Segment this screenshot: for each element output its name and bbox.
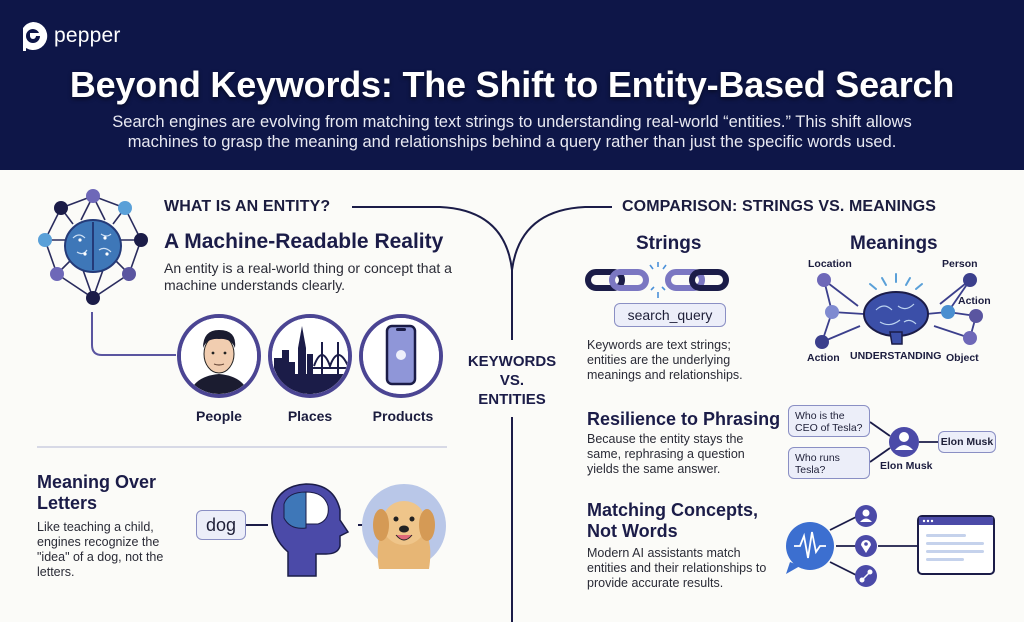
ai-matching-diagram (786, 505, 995, 587)
word-dog-pill: dog (196, 510, 246, 540)
meaning-description: Like teaching a child, engines recognize… (37, 520, 164, 579)
golden-retriever-icon (362, 484, 446, 569)
node-label-location: Location (808, 258, 852, 270)
city-skyline-icon (272, 318, 348, 394)
brand-name: pepper (54, 24, 121, 47)
products-circle (359, 314, 443, 398)
section-divider (37, 446, 447, 448)
brain-network-icon (38, 189, 148, 305)
search-query-pill: search_query (614, 303, 726, 327)
heading-matching-concepts: Matching Concepts, Not Words (587, 500, 759, 541)
heading-meanings: Meanings (850, 233, 938, 254)
center-label-line2: VS. (499, 372, 525, 389)
heading-resilience: Resilience to Phrasing (587, 409, 781, 429)
entity-description: An entity is a real-world thing or conce… (164, 260, 452, 293)
node-label-object: Object (946, 352, 979, 364)
page-title: Beyond Keywords: The Shift to Entity-Bas… (69, 64, 955, 105)
node-label-action-right: Action (958, 295, 991, 307)
entity-name-label: Elon Musk (880, 460, 933, 472)
page-subtitle: Search engines are evolving from matchin… (112, 113, 912, 151)
keywords-vs-entities-label: KEYWORDS VS. ENTITIES (452, 352, 572, 409)
section-heading-what-is-entity: WHAT IS AN ENTITY? (164, 198, 331, 215)
heading-machine-readable: A Machine-Readable Reality (164, 230, 444, 253)
pepper-logo-icon (23, 21, 48, 51)
matching-description: Modern AI assistants match entities and … (587, 546, 767, 590)
question-box-runs: Who runs Tesla? (788, 447, 870, 479)
heading-strings: Strings (636, 233, 702, 254)
center-label-line3: ENTITIES (478, 391, 546, 408)
strings-description: Keywords are text strings; entities are … (587, 338, 743, 382)
smartphone-icon (363, 318, 439, 394)
understanding-label: UNDERSTANDING (850, 350, 942, 362)
answer-elon-musk-pill: Elon Musk (938, 431, 996, 453)
center-label-line1: KEYWORDS (467, 353, 557, 370)
section-heading-comparison: COMPARISON: STRINGS VS. MEANINGS (622, 198, 937, 215)
meanings-network-icon (815, 273, 983, 349)
header-banner: pepper Beyond Keywords: The Shift to Ent… (0, 0, 1024, 170)
brand-logo[interactable]: pepper (18, 20, 121, 52)
entity-person-node (870, 421, 940, 463)
question-box-ceo: Who is the CEO of Tesla? (788, 405, 870, 437)
head-brain-to-dog-diagram (246, 483, 370, 577)
label-people: People (196, 408, 242, 424)
node-label-person: Person (942, 258, 978, 270)
heading-meaning-over-letters: Meaning Over Letters (37, 472, 157, 513)
connector-lines (91, 206, 612, 622)
places-circle (268, 314, 352, 398)
person-portrait-icon (181, 318, 257, 394)
label-places: Places (287, 408, 333, 424)
resilience-description: Because the entity stays the same, rephr… (587, 432, 745, 476)
broken-chain-icon (585, 262, 729, 298)
label-products: Products (372, 408, 434, 424)
people-circle (177, 314, 261, 398)
node-label-action-left: Action (807, 352, 840, 364)
